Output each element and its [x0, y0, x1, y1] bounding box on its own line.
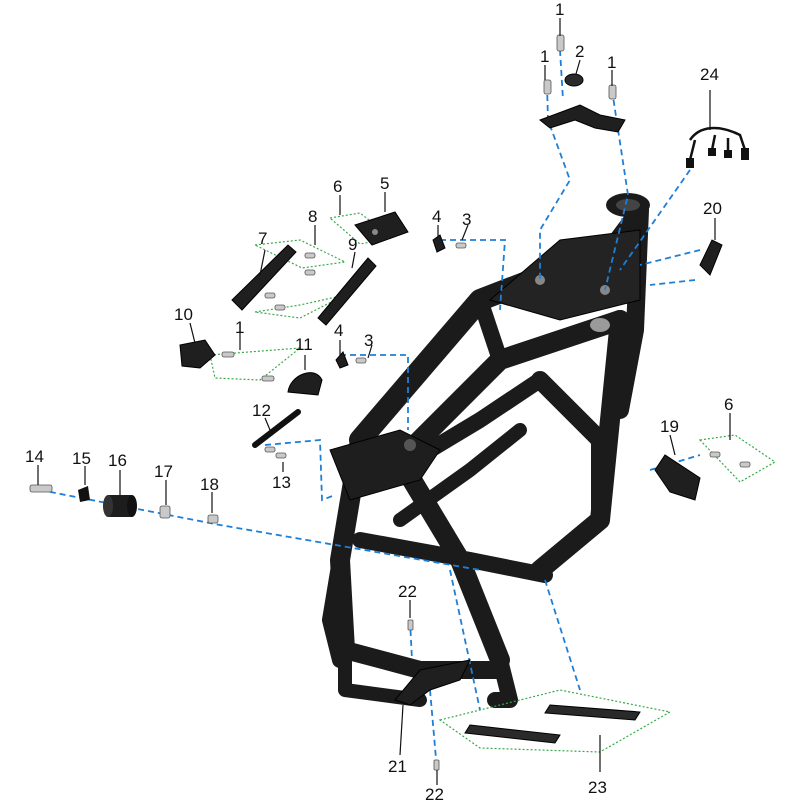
rear-mount-block — [654, 454, 701, 501]
callout-5: 5 — [380, 174, 389, 193]
callout-14: 14 — [25, 447, 44, 466]
pivot-rod — [252, 409, 301, 448]
callout-7: 7 — [258, 229, 267, 248]
parts — [29, 34, 751, 771]
callout-22: 22 — [425, 785, 444, 800]
callout-19: 19 — [660, 417, 679, 436]
callout-3: 3 — [462, 210, 471, 229]
callout-24: 24 — [700, 65, 719, 84]
bolt-bottom-upper — [407, 619, 414, 631]
callout-1: 1 — [607, 53, 616, 72]
callout-18: 18 — [200, 475, 219, 494]
callout-17: 17 — [154, 462, 173, 481]
bushing — [103, 495, 137, 517]
callout-4: 4 — [432, 207, 441, 226]
callout-23: 23 — [588, 778, 607, 797]
bottom-plate — [394, 659, 471, 706]
wiring-harness — [686, 126, 749, 168]
bolt-top-center — [556, 34, 565, 52]
callout-20: 20 — [703, 199, 722, 218]
rubber-pad-rear — [544, 704, 641, 721]
callout-3: 3 — [364, 331, 373, 350]
rubber-pad-front — [464, 724, 561, 744]
bolt-top-right — [608, 84, 617, 100]
spacer — [159, 505, 171, 519]
callout-16: 16 — [108, 451, 127, 470]
small-bracket-upper — [432, 234, 446, 253]
side-bracket — [699, 239, 723, 276]
callout-12: 12 — [252, 401, 271, 420]
callout-22: 22 — [398, 582, 417, 601]
callout-8: 8 — [308, 207, 317, 226]
callout-labels: 1 2 1 1 24 6 5 4 3 20 7 8 9 10 1 11 4 3 … — [25, 0, 733, 800]
nut — [207, 514, 219, 524]
callout-10: 10 — [174, 305, 193, 324]
callout-11: 11 — [295, 335, 313, 354]
rail-left — [231, 244, 297, 311]
small-bracket-lower — [335, 351, 349, 369]
leader-lines — [37, 18, 731, 785]
frame-top-plate — [488, 229, 641, 321]
callout-15: 15 — [72, 449, 91, 468]
callout-21: 21 — [388, 757, 407, 776]
callout-2: 2 — [575, 42, 584, 61]
callout-4: 4 — [334, 321, 343, 340]
bolt-bottom-lower — [433, 759, 440, 771]
rubber-grommet — [564, 73, 584, 87]
main-frame — [322, 193, 650, 708]
callout-1: 1 — [235, 318, 244, 337]
front-cover-left — [179, 339, 216, 369]
callout-1: 1 — [540, 47, 549, 66]
callout-9: 9 — [348, 235, 357, 254]
callout-13: 13 — [272, 473, 291, 492]
front-cover-right — [287, 372, 323, 396]
top-mount-bracket — [539, 104, 626, 133]
long-bolt — [29, 484, 53, 493]
rail-right — [317, 257, 377, 326]
washer — [78, 486, 90, 502]
callout-1: 1 — [555, 0, 564, 19]
bolt-top-left — [543, 79, 552, 95]
mount-plate — [354, 211, 409, 246]
callout-6: 6 — [724, 395, 733, 414]
callout-6: 6 — [333, 177, 342, 196]
